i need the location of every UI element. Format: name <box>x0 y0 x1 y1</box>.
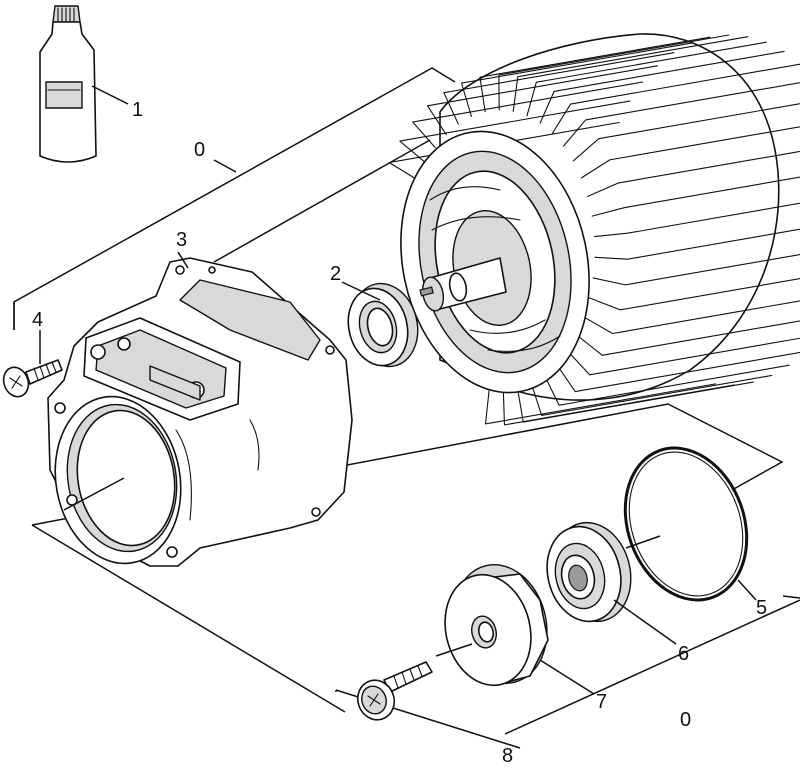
callout-4: 4 <box>32 309 43 331</box>
cooling-fin <box>587 150 800 197</box>
cooling-fin <box>426 65 659 136</box>
cooling-fin <box>594 202 800 238</box>
cooling-fin <box>575 320 800 356</box>
callout-labels: 1 2 3 4 5 6 7 8 0 0 <box>32 99 767 767</box>
callout-0-lower: 0 <box>680 709 691 731</box>
cooling-fin <box>412 81 644 149</box>
callout-6: 6 <box>678 643 689 665</box>
shaft-seal[interactable] <box>340 277 426 374</box>
cooling-fin <box>460 42 693 118</box>
cooling-fin <box>580 126 800 179</box>
callout-7: 7 <box>596 691 607 713</box>
cooling-fin <box>484 383 717 425</box>
cooling-fin <box>588 278 800 311</box>
motor-flange[interactable] <box>42 257 353 573</box>
cooling-fin <box>530 374 773 417</box>
flange-screw[interactable] <box>0 359 63 400</box>
cooling-fin <box>539 50 785 124</box>
cooling-fin <box>543 364 790 406</box>
bearing-cover[interactable] <box>434 555 559 695</box>
cooling-fin <box>498 34 730 111</box>
callout-8: 8 <box>502 745 513 767</box>
cooling-fin <box>563 82 800 147</box>
cover-screw[interactable] <box>352 661 433 725</box>
cooling-fin <box>572 103 800 162</box>
cooling-fin <box>551 63 800 134</box>
cooling-fin <box>555 351 800 393</box>
cooling-fin <box>526 41 767 117</box>
cooling-fin <box>479 36 711 113</box>
cooling-fin <box>591 176 800 217</box>
cooling-fin <box>592 253 800 286</box>
screw-icon <box>356 661 433 721</box>
bottle-icon <box>39 5 97 163</box>
oil-bottle[interactable] <box>39 5 97 163</box>
cooling-fin <box>502 384 736 426</box>
callout-5: 5 <box>756 597 767 619</box>
callout-1: 1 <box>132 99 143 121</box>
cooling-fin <box>399 100 631 164</box>
ball-bearing[interactable] <box>537 514 641 629</box>
leader-lines <box>39 85 757 695</box>
cooling-fin <box>594 228 800 260</box>
callout-2: 2 <box>330 263 341 285</box>
assembly-bracket-upper <box>13 67 456 330</box>
cooling-fin <box>443 52 675 125</box>
ring-icon <box>623 446 749 602</box>
bearing-icon <box>546 521 632 623</box>
cooling-fin <box>582 300 800 335</box>
motor-stator <box>388 33 800 426</box>
callout-0-upper: 0 <box>194 139 205 161</box>
callout-3: 3 <box>176 229 187 251</box>
assembly-bracket-lower <box>31 403 800 749</box>
o-ring[interactable] <box>605 431 767 617</box>
cooling-fin <box>512 36 749 112</box>
cooling-fin <box>566 337 800 376</box>
cooling-fins <box>388 34 800 426</box>
screw-icon <box>2 359 63 398</box>
